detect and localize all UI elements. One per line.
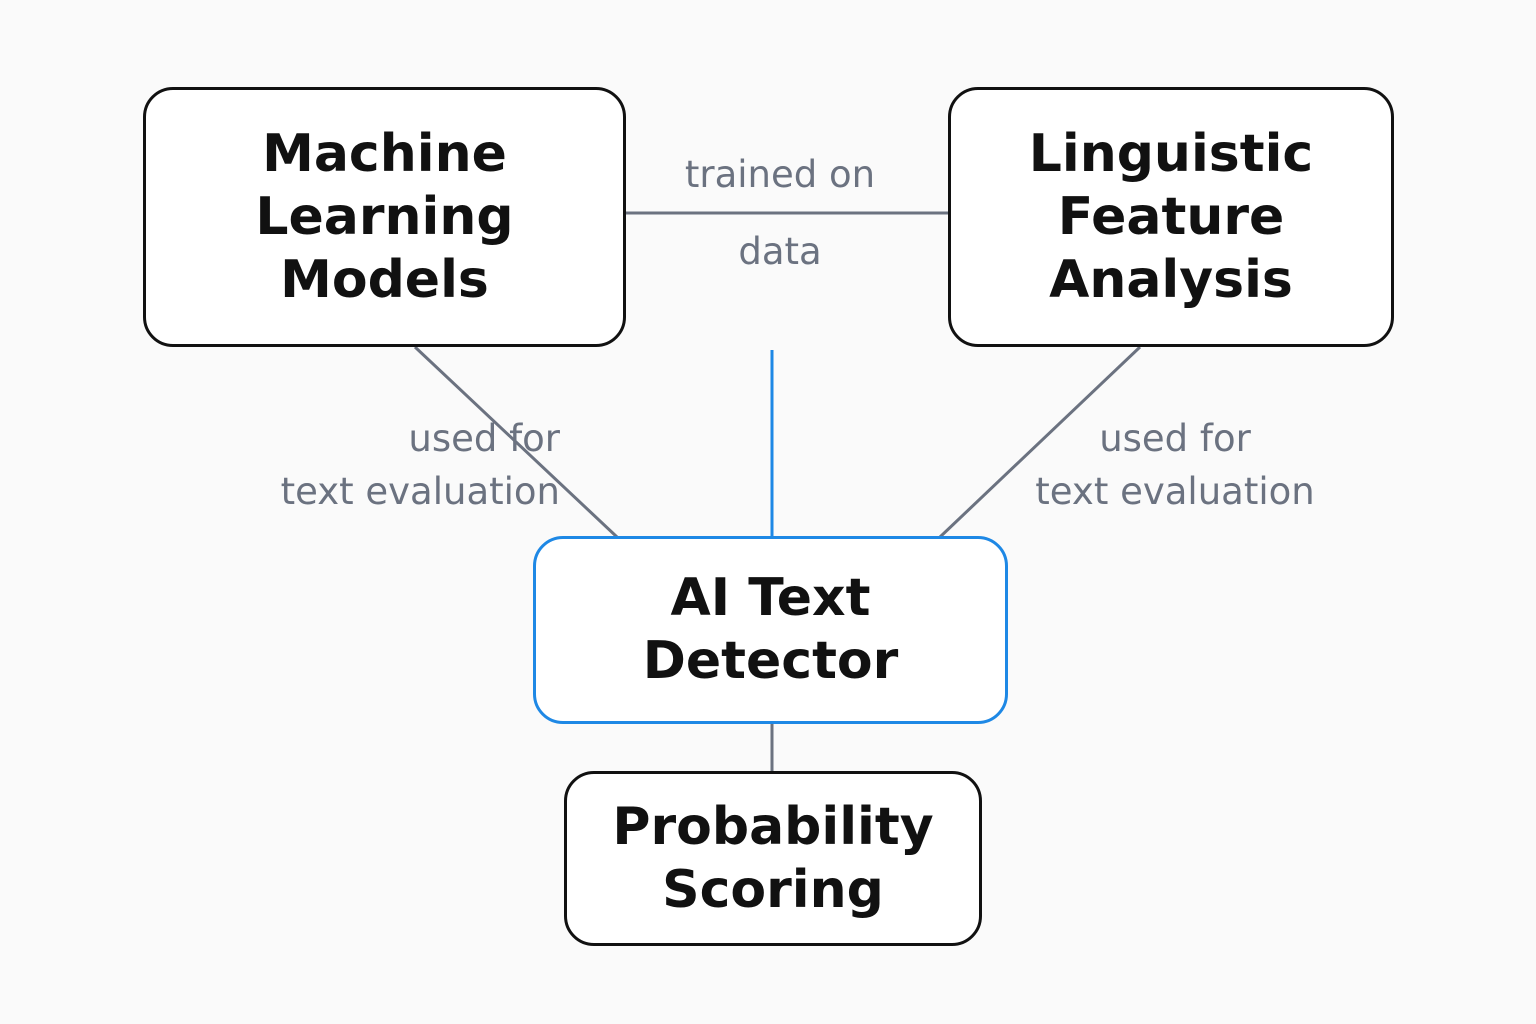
node-ai-text-detector: AI Text Detector (533, 536, 1008, 724)
node-linguistic-feature-analysis: Linguistic Feature Analysis (948, 87, 1394, 347)
node-machine-learning-models: Machine Learning Models (143, 87, 626, 347)
label-trained-on: trained on (684, 153, 876, 196)
edge-lfa-detector (938, 345, 1142, 539)
edge-ml-detector (413, 345, 619, 539)
label-data: data (738, 230, 822, 273)
label-used-for-right: used for text evaluation (1035, 417, 1315, 513)
node-probability-scoring: Probability Scoring (564, 771, 982, 946)
label-used-for-left: used for text evaluation (280, 417, 560, 513)
